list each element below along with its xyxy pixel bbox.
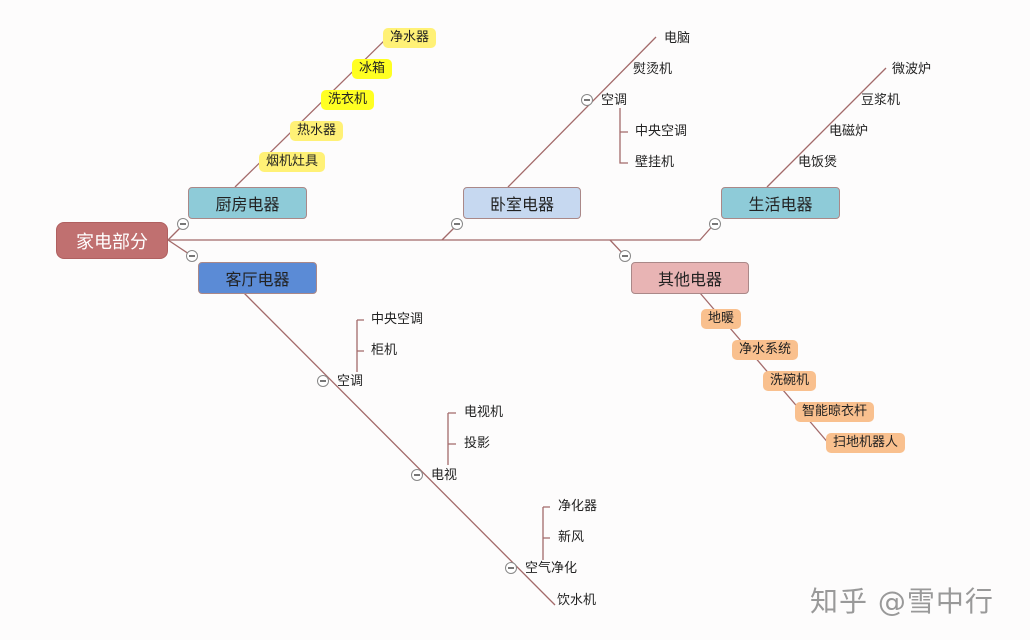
other-item[interactable]: 地暖 [701, 309, 742, 329]
collapse-other-button[interactable] [619, 250, 631, 262]
kitchen-item[interactable]: 热水器 [290, 121, 344, 141]
living-air-item[interactable]: 新风 [558, 530, 585, 545]
other-item[interactable]: 净水系统 [732, 340, 799, 360]
collapse-tv-button[interactable] [411, 469, 423, 481]
living-ac-item[interactable]: 柜机 [371, 343, 398, 358]
living-air-item[interactable]: 净化器 [558, 499, 598, 514]
living-tv-item[interactable]: 电视机 [464, 405, 504, 420]
collapse-bedroom-button[interactable] [451, 218, 463, 230]
root-node[interactable]: 家电部分 [56, 222, 168, 259]
bedroom-ac-item[interactable]: 中央空调 [635, 124, 688, 139]
bedroom-item[interactable]: 空调 [601, 93, 628, 108]
kitchen-item[interactable]: 净水器 [383, 28, 437, 48]
life-item[interactable]: 电饭煲 [798, 155, 838, 170]
living-tv[interactable]: 电视 [431, 468, 458, 483]
living-air[interactable]: 空气净化 [525, 561, 578, 576]
collapse-kitchen-button[interactable] [177, 218, 189, 230]
other-item[interactable]: 洗碗机 [763, 371, 817, 391]
living-water[interactable]: 饮水机 [557, 593, 597, 608]
kitchen-item[interactable]: 洗衣机 [321, 90, 375, 110]
bedroom-item[interactable]: 电脑 [664, 31, 691, 46]
watermark: 知乎 @雪中行 [810, 585, 994, 618]
bedroom-ac-item[interactable]: 壁挂机 [635, 155, 675, 170]
other-item[interactable]: 扫地机器人 [826, 433, 906, 453]
collapse-air-button[interactable] [505, 562, 517, 574]
kitchen-item[interactable]: 冰箱 [352, 59, 393, 79]
kitchen-node[interactable]: 厨房电器 [188, 187, 307, 219]
other-item[interactable]: 智能晾衣杆 [795, 402, 875, 422]
living-ac[interactable]: 空调 [337, 374, 364, 389]
collapse-life-button[interactable] [709, 218, 721, 230]
collapse-living-button[interactable] [186, 250, 198, 262]
other-node[interactable]: 其他电器 [631, 262, 749, 294]
life-node[interactable]: 生活电器 [721, 187, 840, 219]
life-item[interactable]: 微波炉 [892, 62, 932, 77]
living-tv-item[interactable]: 投影 [464, 436, 491, 451]
bedroom-item[interactable]: 熨烫机 [633, 62, 673, 77]
kitchen-item[interactable]: 烟机灶具 [259, 152, 326, 172]
collapse-bedroom-ac-button[interactable] [581, 94, 593, 106]
life-item[interactable]: 电磁炉 [829, 124, 869, 139]
collapse-living-ac-button[interactable] [317, 375, 329, 387]
living-ac-item[interactable]: 中央空调 [371, 312, 424, 327]
living-node[interactable]: 客厅电器 [198, 262, 317, 294]
life-item[interactable]: 豆浆机 [861, 93, 901, 108]
bedroom-node[interactable]: 卧室电器 [463, 187, 581, 219]
